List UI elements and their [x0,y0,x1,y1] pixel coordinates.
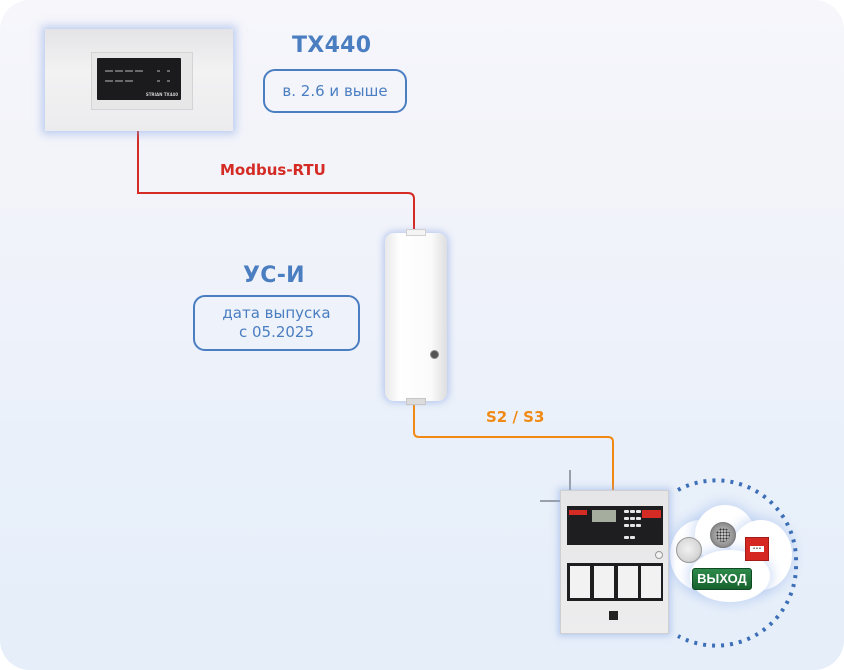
tx440-version-badge: в. 2.6 и выше [263,69,407,113]
tx440-title: ТХ440 [292,33,372,58]
sounder-grille [716,528,730,542]
tx440-indicator [157,70,160,72]
tx440-indicator [115,80,123,82]
usi-bottom-connector [406,398,426,405]
tx440-indicator [167,70,170,72]
tx440-indicator [115,70,123,72]
sounder-icon [710,522,736,548]
fire-panel-lcd [592,510,616,522]
tx440-indicator [105,70,113,72]
modbus-rtu-label: Modbus-RTU [220,161,326,179]
tx440-indicator [167,80,170,82]
usi-title: УС-И [243,263,305,288]
antenna-icon [569,470,571,492]
usi-badge-line1: дата выпуска [222,304,331,322]
usi-indicator-icon [430,350,439,359]
manual-call-point-icon: ••• [745,537,769,561]
fire-panel-key [630,536,635,539]
tx440-indicator [135,70,143,72]
tx440-indicator [157,80,160,82]
fire-panel-key [624,536,629,539]
fire-panel-key [624,510,629,513]
usi-badge-line2: с 05.2025 [238,323,315,341]
fire-panel-key [630,517,635,520]
fire-panel-zone-section [567,563,663,601]
usi-release-date-badge: дата выпуска с 05.2025 [193,295,360,351]
tx440-brand-label: STRIAN TX440 [145,92,178,97]
tx440-indicator [125,80,133,82]
zone-label-column [570,566,590,598]
tx440-device: STRIAN TX440 [45,29,233,131]
tx440-display: STRIAN TX440 [97,58,181,100]
fire-panel-logo-icon [609,611,618,620]
tx440-version-text: в. 2.6 и выше [282,81,388,100]
fire-alarm-panel [560,490,669,634]
usi-top-connector [406,229,426,236]
fire-panel-key [636,524,641,527]
tx440-indicator [105,80,113,82]
fire-panel-key [630,510,635,513]
usi-device [385,229,447,405]
fire-panel-key [630,524,635,527]
fire-panel-alarm-indicator [569,510,587,515]
zone-label-column [641,566,661,598]
exit-sign: ВЫХОД [692,568,752,590]
fire-panel-key [624,517,629,520]
fire-panel-alarm-indicator [642,510,661,518]
tx440-indicator [125,70,133,72]
zone-label-column [618,566,638,598]
fire-panel-lock-icon [655,551,663,559]
fire-panel-control-section [567,506,663,545]
fire-panel-key [624,524,629,527]
fire-panel-key [636,517,641,520]
fire-panel-key [636,510,641,513]
s2-s3-label: S2 / S3 [486,408,545,426]
smoke-detector-icon [676,537,702,563]
antenna-icon [540,500,562,502]
call-point-window: ••• [750,546,764,552]
zone-label-column [594,566,614,598]
